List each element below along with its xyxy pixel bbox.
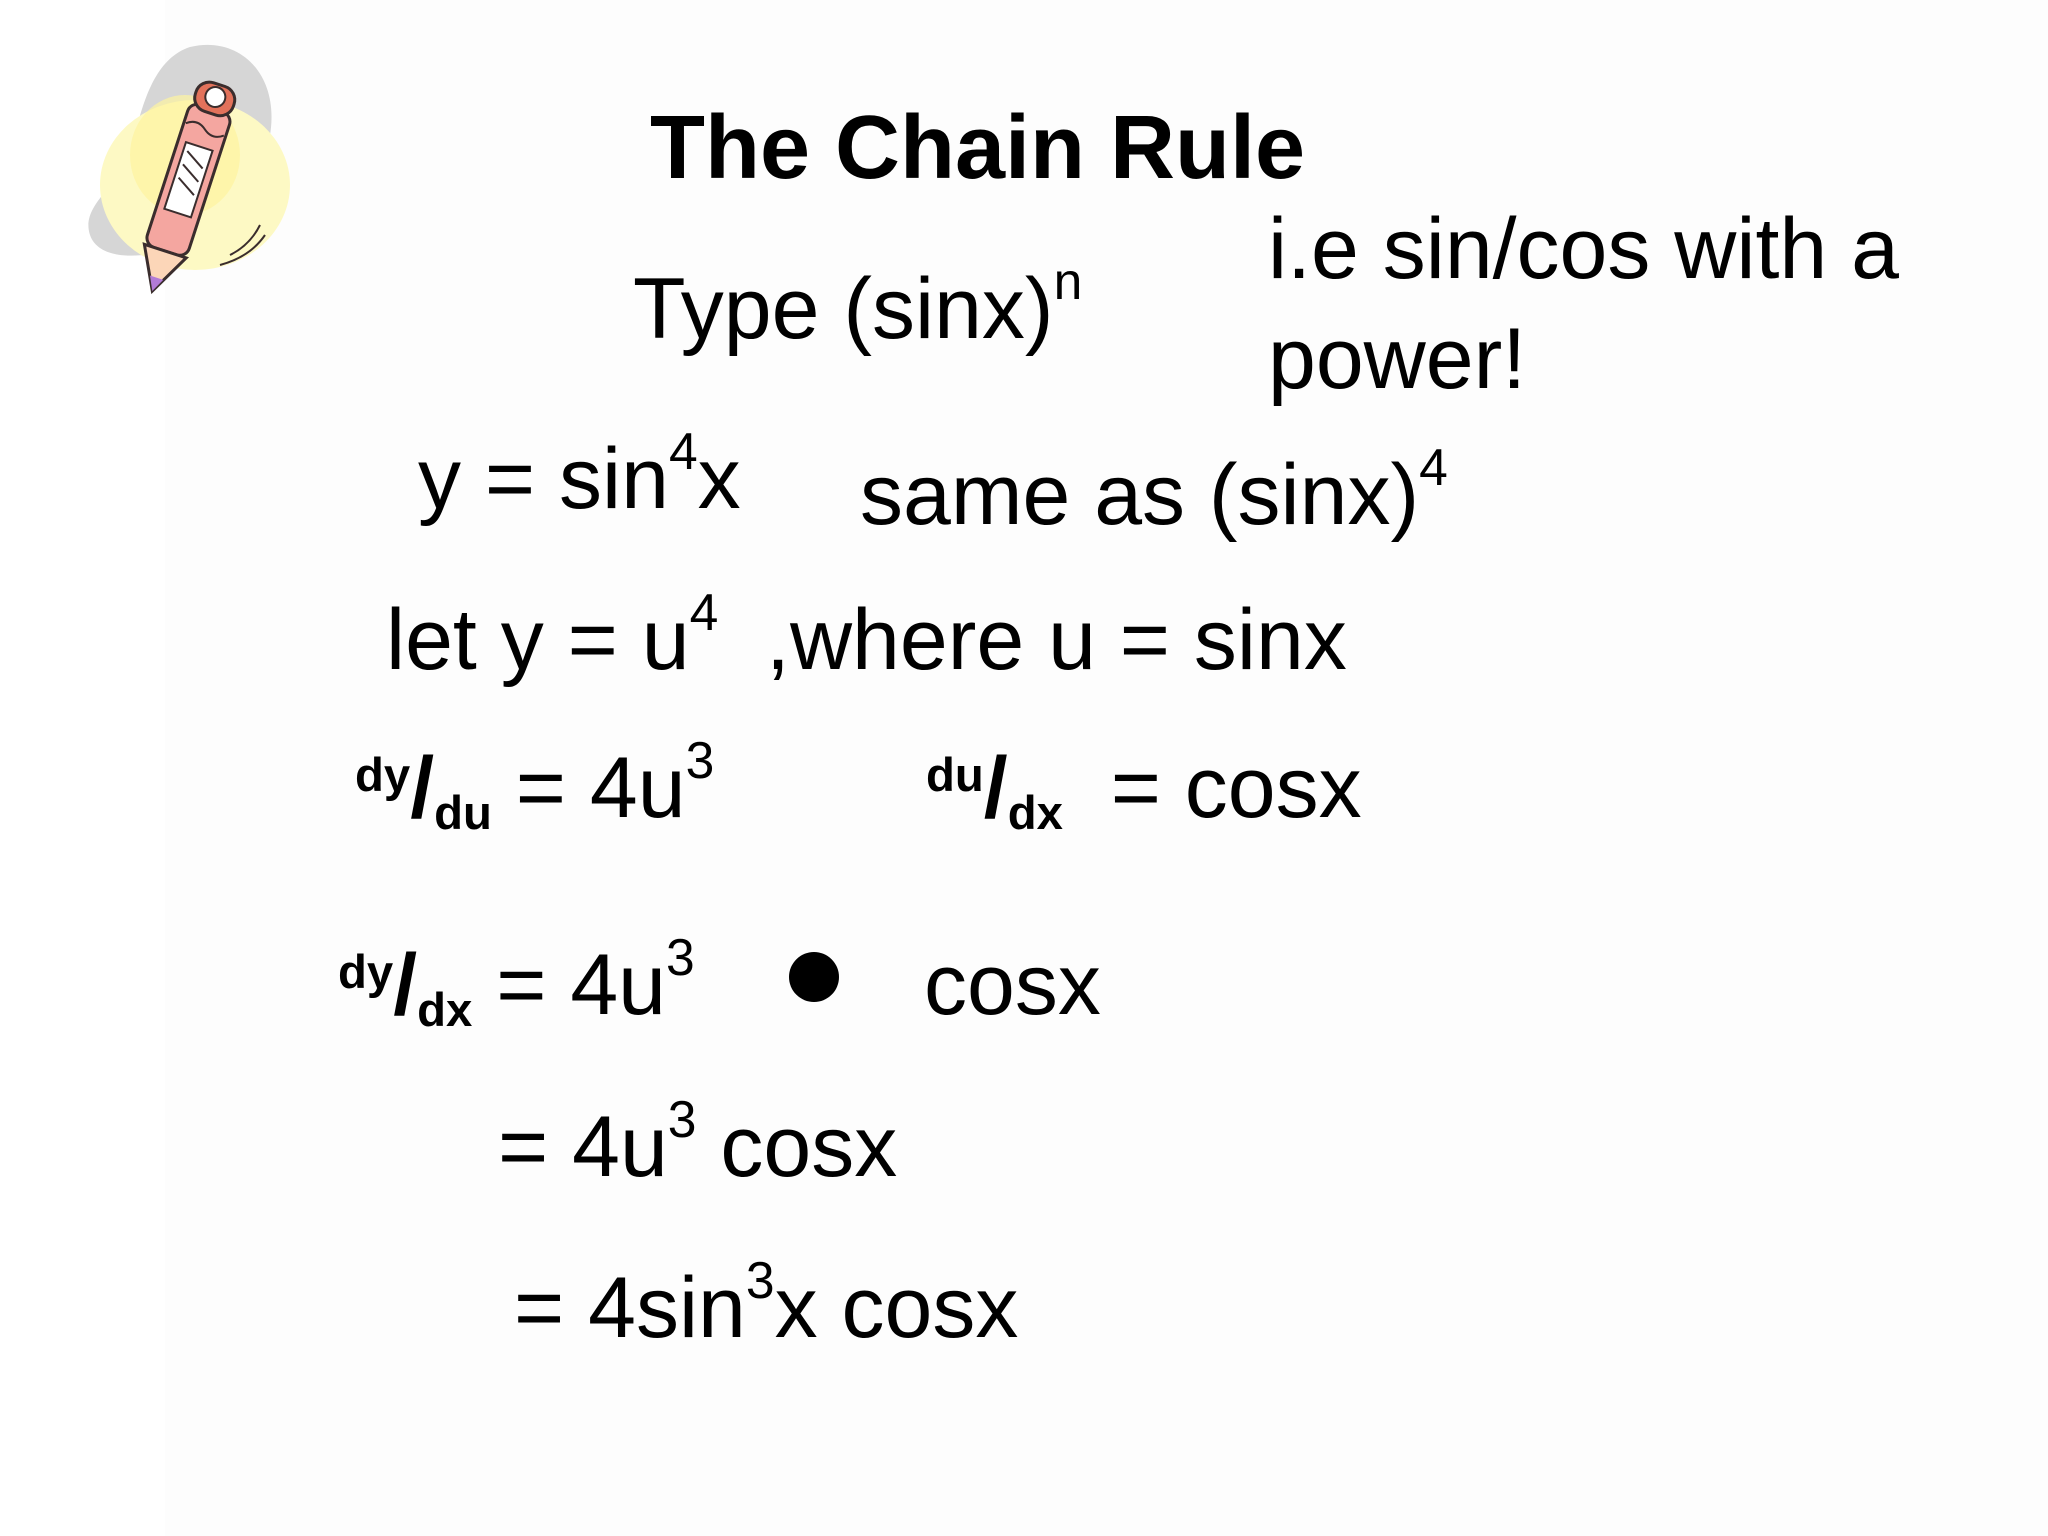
step2-suffix: cosx: [696, 1099, 898, 1195]
type-line-power: n: [1053, 252, 1083, 311]
eq-y-power: 4: [668, 422, 698, 481]
dydx-power: 3: [665, 928, 695, 987]
derivative-dy-dx: dy/dx = 4u3: [338, 932, 695, 1034]
derivative-dy-du: dy/du = 4u3: [355, 735, 714, 837]
let-prefix: let y = u: [386, 592, 690, 688]
note-text-2: power!: [1268, 311, 1527, 407]
dydu-rhs: = 4u: [491, 740, 686, 836]
dydx-rhs: = 4u: [472, 937, 666, 1033]
dydu-numerator: dy: [355, 749, 411, 802]
dudx-rhs: = cosx: [1062, 740, 1362, 836]
step-two-line: = 4u3 cosx: [498, 1094, 897, 1190]
title-text: The Chain Rule: [650, 98, 1306, 198]
derivative-du-dx: du/dx = cosx: [926, 745, 1362, 837]
same-as-power: 4: [1419, 438, 1448, 497]
note-line-1: i.e sin/cos with a: [1268, 206, 1899, 292]
let-suffix: ,where u = sinx: [718, 592, 1347, 688]
step3-suffix: x cosx: [774, 1260, 1019, 1356]
dydx-after: cosx: [924, 937, 1101, 1033]
eq-y-suffix: x: [697, 431, 741, 527]
substitution-line: let y = u4 ,where u = sinx: [386, 587, 1347, 683]
dudx-slash: /: [983, 740, 1008, 836]
step3-power: 3: [745, 1251, 775, 1310]
note-line-2: power!: [1268, 316, 1526, 402]
dydx-slash: /: [393, 937, 418, 1033]
pencil-clipart-icon: [88, 44, 290, 295]
dudx-denominator: dx: [1007, 786, 1063, 840]
same-as-text: same as (sinx): [860, 447, 1420, 543]
let-power: 4: [689, 583, 719, 642]
slide-title: The Chain Rule: [650, 103, 1305, 193]
bullet-dot-icon: [789, 952, 839, 1002]
equation-y-sin4x: y = sin4x: [418, 426, 741, 522]
step2-power: 3: [667, 1090, 697, 1149]
dydu-slash: /: [410, 740, 435, 836]
slide-content-panel: [165, 0, 2048, 1536]
step3-prefix: = 4sin: [514, 1260, 746, 1356]
final-answer-line: = 4sin3x cosx: [514, 1255, 1018, 1351]
left-margin-panel: [0, 0, 165, 1536]
dudx-numerator: du: [926, 749, 984, 802]
dydu-denominator: du: [434, 786, 492, 840]
type-line: Type (sinx)n: [633, 256, 1082, 352]
type-line-text: Type (sinx): [633, 261, 1054, 357]
same-as-line: same as (sinx)4: [860, 442, 1448, 538]
dydx-numerator: dy: [338, 946, 394, 999]
eq-y-prefix: y = sin: [418, 431, 669, 527]
dydx-denominator: dx: [417, 983, 473, 1037]
dydu-power: 3: [685, 731, 715, 790]
step2-prefix: = 4u: [498, 1099, 668, 1195]
note-text-1: i.e sin/cos with a: [1268, 201, 1899, 297]
dydx-cosx: cosx: [924, 942, 1101, 1028]
